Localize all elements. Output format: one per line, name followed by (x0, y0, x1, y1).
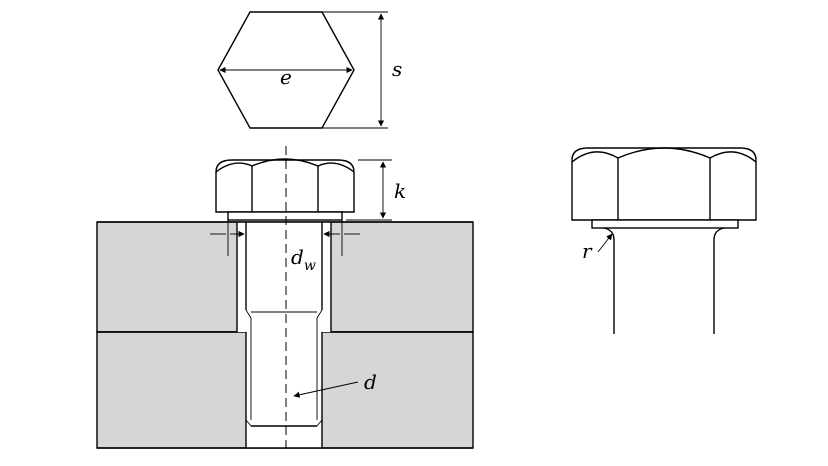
dw-dimension: dw (210, 220, 360, 274)
clamped-plates (96, 221, 474, 449)
hex-top-view: e s (217, 11, 402, 129)
bolt-head-left (97, 158, 473, 223)
k-dimension: k (346, 159, 406, 221)
label-d: d (364, 370, 377, 394)
bolt-shank (245, 222, 323, 427)
label-k: k (394, 179, 406, 203)
label-e: e (280, 65, 292, 89)
label-s: s (392, 57, 402, 81)
label-r: r (582, 239, 593, 263)
label-dw: dw (291, 245, 316, 274)
d-leader: d (293, 370, 377, 398)
bolt-head-detail: r (571, 147, 757, 334)
